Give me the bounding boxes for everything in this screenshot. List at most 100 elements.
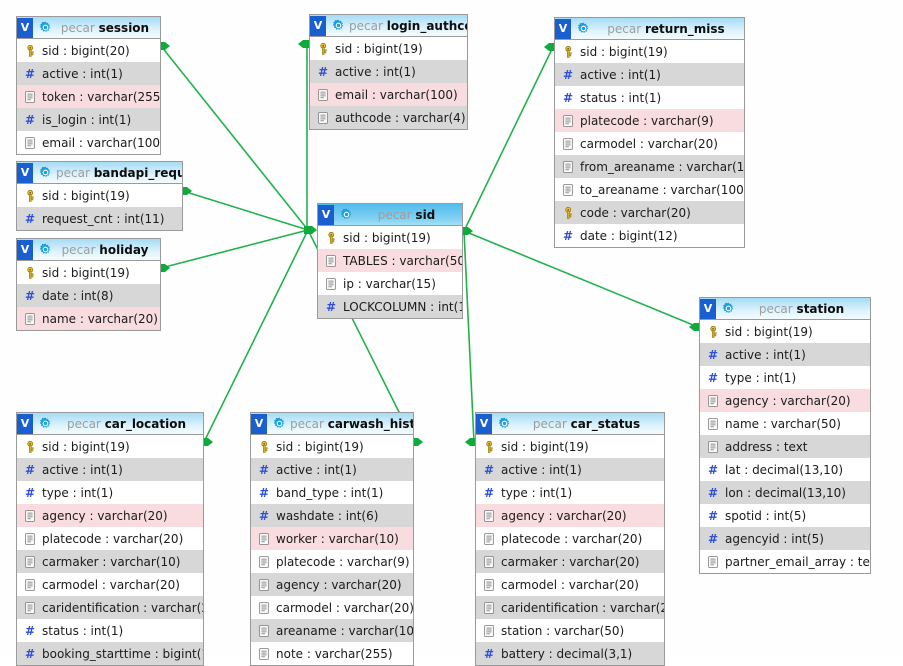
column-row[interactable]: address : text: [700, 435, 870, 458]
column-row[interactable]: #is_login : int(1): [17, 108, 160, 131]
column-row[interactable]: note : varchar(255): [251, 642, 413, 665]
column-row[interactable]: caridentification : varchar(27): [476, 596, 664, 619]
column-row[interactable]: ip : varchar(15): [318, 272, 462, 295]
column-row[interactable]: carmodel : varchar(20): [476, 573, 664, 596]
column-row[interactable]: #active : int(1): [700, 343, 870, 366]
column-row[interactable]: worker : varchar(10): [251, 527, 413, 550]
column-row[interactable]: #date : int(8): [17, 284, 160, 307]
column-row[interactable]: #status : int(1): [17, 619, 203, 642]
gear-icon[interactable]: [36, 18, 54, 38]
column-row[interactable]: #active : int(1): [17, 458, 203, 481]
column-row[interactable]: sid : bigint(19): [251, 435, 413, 458]
gear-icon[interactable]: [36, 240, 54, 260]
column-row[interactable]: #active : int(1): [251, 458, 413, 481]
column-row[interactable]: email : varchar(100): [17, 131, 160, 154]
column-row[interactable]: carmodel : varchar(20): [17, 573, 203, 596]
gear-icon[interactable]: [495, 414, 513, 434]
column-row[interactable]: #washdate : int(6): [251, 504, 413, 527]
column-row[interactable]: #date : bigint(12): [555, 224, 744, 247]
column-row[interactable]: sid : bigint(19): [17, 435, 203, 458]
column-row[interactable]: #type : int(1): [700, 366, 870, 389]
column-row[interactable]: token : varchar(255): [17, 85, 160, 108]
column-row[interactable]: platecode : varchar(9): [251, 550, 413, 573]
column-row[interactable]: authcode : varchar(4): [310, 106, 467, 129]
gear-icon[interactable]: [329, 16, 347, 36]
column-row[interactable]: station : varchar(50): [476, 619, 664, 642]
column-row[interactable]: #status : int(1): [555, 86, 744, 109]
column-row[interactable]: carmaker : varchar(20): [476, 550, 664, 573]
column-row[interactable]: #lat : decimal(13,10): [700, 458, 870, 481]
column-row[interactable]: #active : int(1): [17, 62, 160, 85]
column-row[interactable]: areaname : varchar(100): [251, 619, 413, 642]
column-row[interactable]: agency : varchar(20): [700, 389, 870, 412]
column-row[interactable]: #LOCKCOLUMN : int(1): [318, 295, 462, 318]
column-row[interactable]: #active : int(1): [310, 60, 467, 83]
column-row[interactable]: #request_cnt : int(11): [17, 207, 182, 230]
gear-icon[interactable]: [337, 205, 355, 225]
column-row[interactable]: #booking_starttime : bigint(14): [17, 642, 203, 665]
column-row[interactable]: name : varchar(50): [700, 412, 870, 435]
column-row[interactable]: #agencyid : int(5): [700, 527, 870, 550]
gear-icon[interactable]: [270, 414, 288, 434]
column-row[interactable]: sid : bigint(19): [17, 184, 182, 207]
column-row[interactable]: #spotid : int(5): [700, 504, 870, 527]
hash-icon: #: [24, 66, 36, 81]
column-row[interactable]: agency : varchar(20): [476, 504, 664, 527]
column-row[interactable]: carmaker : varchar(10): [17, 550, 203, 573]
gear-icon[interactable]: [719, 299, 737, 319]
column-row[interactable]: sid : bigint(19): [310, 37, 467, 60]
column-row[interactable]: partner_email_array : text: [700, 550, 870, 573]
column-row[interactable]: from_areaname : varchar(100): [555, 155, 744, 178]
column-row[interactable]: email : varchar(100): [310, 83, 467, 106]
column-row[interactable]: #lon : decimal(13,10): [700, 481, 870, 504]
column-row[interactable]: platecode : varchar(20): [476, 527, 664, 550]
column-row[interactable]: sid : bigint(19): [17, 261, 160, 284]
column-row[interactable]: #type : int(1): [476, 481, 664, 504]
column-row[interactable]: TABLES : varchar(50): [318, 249, 462, 272]
column-row[interactable]: platecode : varchar(9): [555, 109, 744, 132]
column-row[interactable]: sid : bigint(19): [700, 320, 870, 343]
column-row[interactable]: to_areaname : varchar(100): [555, 178, 744, 201]
column-row[interactable]: #battery : decimal(3,1): [476, 642, 664, 665]
column-row[interactable]: agency : varchar(20): [251, 573, 413, 596]
column-row[interactable]: sid : bigint(19): [318, 226, 462, 249]
column-row[interactable]: name : varchar(20): [17, 307, 160, 330]
column-row[interactable]: agency : varchar(20): [17, 504, 203, 527]
column-row[interactable]: carmodel : varchar(20): [251, 596, 413, 619]
gear-icon[interactable]: [36, 414, 54, 434]
column-row[interactable]: #active : int(1): [555, 63, 744, 86]
column-row[interactable]: platecode : varchar(20): [17, 527, 203, 550]
column-row[interactable]: #band_type : int(1): [251, 481, 413, 504]
column-row[interactable]: sid : bigint(19): [476, 435, 664, 458]
column-row[interactable]: code : varchar(20): [555, 201, 744, 224]
column-row[interactable]: #type : int(1): [17, 481, 203, 504]
column-row[interactable]: carmodel : varchar(20): [555, 132, 744, 155]
gear-icon[interactable]: [574, 19, 592, 39]
gear-icon[interactable]: [36, 163, 54, 183]
column-row[interactable]: sid : bigint(20): [17, 39, 160, 62]
column-row[interactable]: sid : bigint(19): [555, 40, 744, 63]
column-row[interactable]: #active : int(1): [476, 458, 664, 481]
column-row[interactable]: caridentification : varchar(27): [17, 596, 203, 619]
